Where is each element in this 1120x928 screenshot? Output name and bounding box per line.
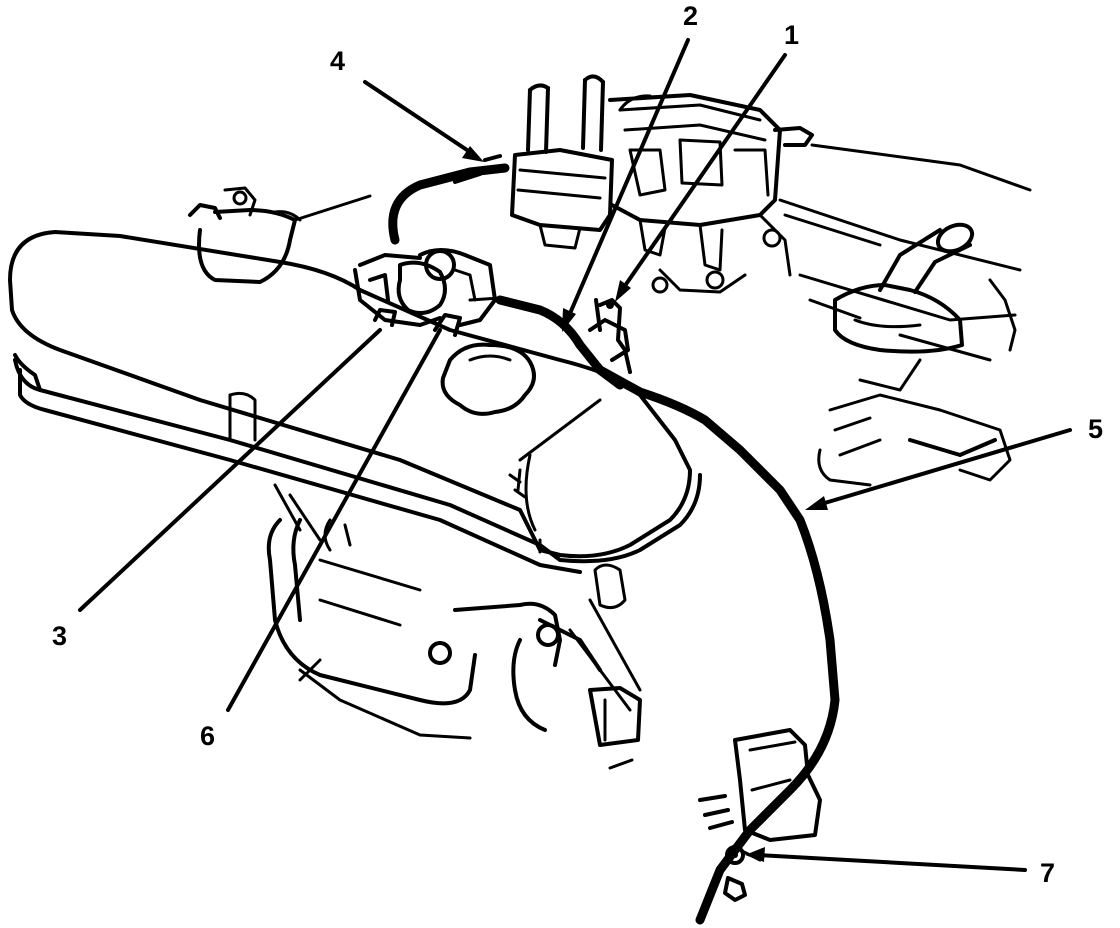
oil-filler-cap xyxy=(440,342,536,416)
engine-background-right xyxy=(778,143,1032,487)
arrowhead-5 xyxy=(805,496,828,510)
hose-routing xyxy=(388,154,840,925)
leader-line-6 xyxy=(226,328,442,712)
callout-2: 2 xyxy=(683,1,698,31)
arrowhead-2 xyxy=(562,308,576,332)
callout-6: 6 xyxy=(200,721,215,751)
left-canister xyxy=(188,186,372,284)
carburetor xyxy=(510,74,814,294)
leader-line-2 xyxy=(566,38,690,320)
leader-line-7 xyxy=(756,853,1027,872)
callout-5: 5 xyxy=(1088,414,1103,444)
oil-filler-tube xyxy=(833,222,975,354)
callout-labels: 1 2 3 4 5 6 7 xyxy=(52,1,1103,888)
arrowhead-4 xyxy=(462,146,484,162)
leader-line-1 xyxy=(620,53,787,292)
leader-line-5 xyxy=(816,428,1072,507)
arrowhead-1 xyxy=(615,280,631,302)
carb-fitting xyxy=(588,298,632,374)
arrowhead-7 xyxy=(745,847,765,862)
callout-4: 4 xyxy=(330,46,345,76)
callout-3: 3 xyxy=(52,621,67,651)
leader-line-3 xyxy=(78,328,382,612)
leader-lines xyxy=(78,38,1072,872)
leader-line-4 xyxy=(363,80,472,154)
callout-1: 1 xyxy=(784,20,799,50)
exhaust-manifold xyxy=(266,483,642,770)
vacuum-valve-assembly xyxy=(353,248,502,337)
valve-cover xyxy=(8,230,702,574)
callout-7: 7 xyxy=(1040,858,1055,888)
